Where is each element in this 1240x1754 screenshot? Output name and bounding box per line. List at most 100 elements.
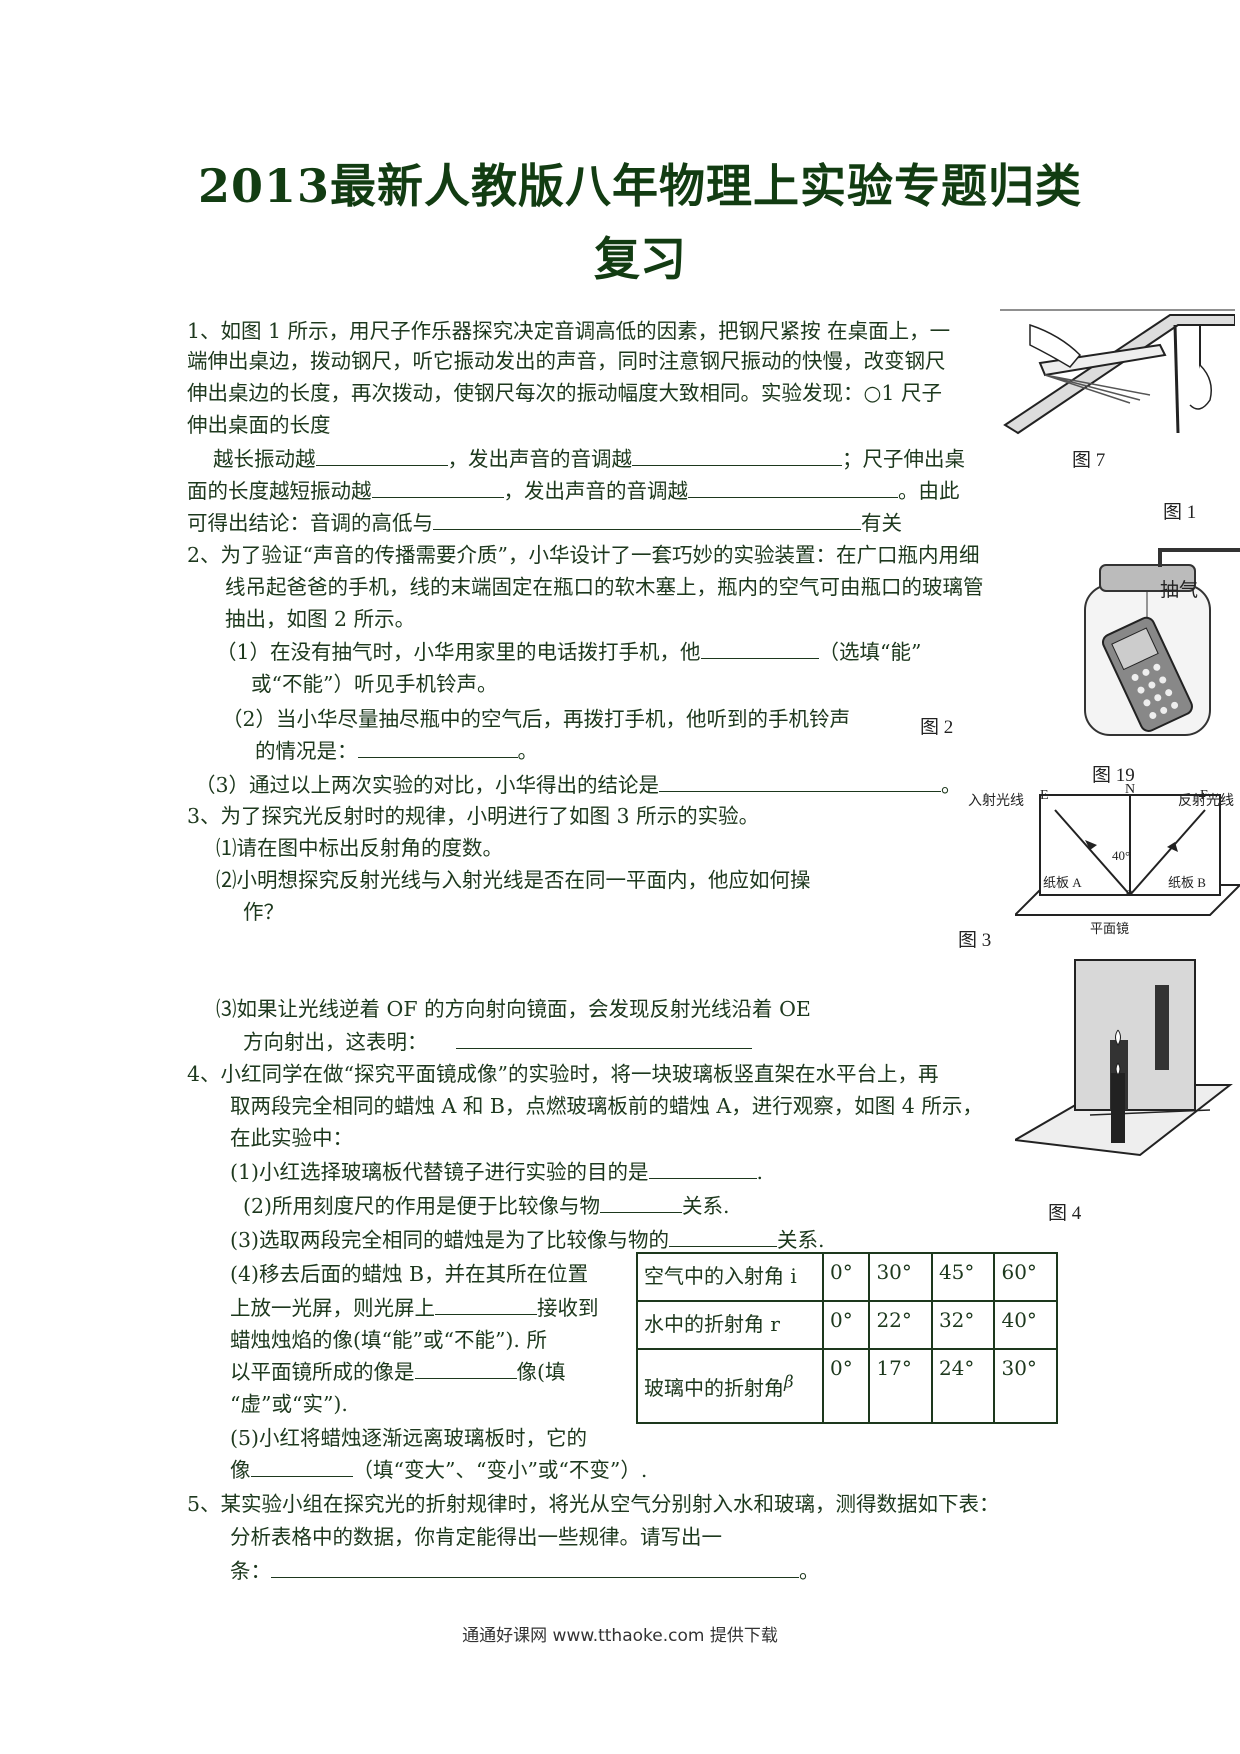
q3-sub3-cont: 方向射出，这表明： (243, 1028, 752, 1056)
label-incident-ray: 入射光线 (968, 794, 1024, 809)
q4-blank-screen[interactable] (435, 1294, 537, 1315)
page-title: 2013最新人教版八年物理上实验专题归类 (197, 159, 1083, 213)
q2-sub3: （3）通过以上两次实验的对比，小华得出的结论是。 (195, 771, 962, 799)
q4-blank-candles[interactable] (669, 1226, 778, 1247)
caption-extract: 抽气 (1160, 580, 1199, 601)
q1-line1: 1、如图 1 所示，用尺子作乐器探究决定音调高低的因素，把钢尺紧按 在桌面上，一 (187, 319, 951, 343)
q1-text: ；尺子伸出桌 (842, 447, 965, 471)
q4-line2: 取两段完全相同的蜡烛 A 和 B，点燃玻璃板前的蜡烛 A，进行观察，如图 4 所… (230, 1094, 983, 1118)
q2-blank-can-hear[interactable] (700, 638, 819, 659)
q5-blank-rule[interactable] (271, 1557, 799, 1578)
table-cell: 60° (993, 1252, 1058, 1302)
q4-text: 像(填 (516, 1360, 566, 1384)
table-cell: 32° (930, 1300, 996, 1350)
label-angle-40: 40° (1112, 848, 1131, 863)
q2-blank-conclusion[interactable] (659, 771, 942, 792)
q3-sub1: ⑴请在图中标出反射角的度数。 (216, 836, 503, 860)
q1-blank-conclusion[interactable] (433, 509, 861, 530)
q4-line3: 在此实验中： (230, 1126, 353, 1150)
table-row-label: 空气中的入射角 i (636, 1252, 824, 1302)
jar-phone-figure (1084, 548, 1240, 736)
q4-blank-image-type[interactable] (414, 1358, 517, 1379)
q4-sub3: (3)选取两段完全相同的蜡烛是为了比较像与物的关系. (230, 1226, 825, 1254)
q4-line1: 4、小红同学在做“探究平面镜成像”的实验时，将一块玻璃板竖直架在水平台上，再 (187, 1062, 939, 1086)
q1-text: ，发出声音的音调越 (503, 479, 689, 503)
q1-line2: 端伸出桌边，拨动钢尺，听它振动发出的声音，同时注意钢尺振动的快慢，改变钢尺 (187, 349, 946, 373)
q5-line3: 条：。 (230, 1557, 820, 1585)
q4-text: 像 (230, 1458, 251, 1482)
q2-line3: 抽出，如图 2 所示。 (225, 607, 416, 631)
q1-blank-vibration-short[interactable] (371, 477, 504, 498)
q1-blank-vibration-long[interactable] (315, 445, 448, 466)
table-cell: 0° (821, 1348, 871, 1424)
q4-sub4-e: “虚”或“实”). (230, 1392, 348, 1416)
table-cell: 0° (821, 1300, 871, 1350)
q2-sub1: （1）在没有抽气时，小华用家里的电话拨打手机，他（选填“能” (216, 638, 922, 666)
table-cell: 0° (821, 1252, 871, 1302)
table-cell: 17° (868, 1348, 933, 1424)
q2-blank-situation[interactable] (357, 737, 518, 758)
q2-text: 。 (517, 739, 539, 763)
caption-fig7: 图 7 (1072, 450, 1106, 471)
q4-blank-image-size[interactable] (250, 1456, 353, 1477)
label-F: F (1200, 788, 1208, 803)
table-cell: 30° (868, 1252, 933, 1302)
q5-line1: 5、某实验小组在探究光的折射规律时，将光从空气分别射入水和玻璃，测得数据如下表： (187, 1492, 1000, 1516)
page-title-line2: 复习 (594, 232, 686, 286)
q2-text: 的情况是： (255, 739, 358, 763)
q1-blank-pitch-short[interactable] (688, 477, 898, 498)
caption-fig3: 图 3 (958, 930, 992, 951)
q1-text: 越长振动越 (213, 447, 316, 471)
q4-blank-purpose[interactable] (648, 1158, 757, 1179)
q4-sub5-b: 像 （填“变大”、“变小”或“不变”）. (230, 1456, 647, 1484)
q4-text: 关系. (682, 1194, 730, 1218)
q2-sub2: （2）当小华尽量抽尽瓶中的空气后，再拨打手机，他听到的手机铃声 (222, 707, 851, 731)
table-row: 玻璃中的折射角β 0° 17° 24° 30° (636, 1348, 1058, 1424)
q4-text: (1)小红选择玻璃板代替镜子进行实验的目的是 (230, 1160, 649, 1184)
q4-sub4-c: 蜡烛烛焰的像(填“能”或“不能”). 所 (230, 1328, 547, 1352)
caption-fig1: 图 1 (1163, 502, 1197, 523)
label-reflected-ray: 反射光线 (1178, 794, 1234, 809)
q4-text: （填“变大”、“变小”或“不变”）. (352, 1458, 648, 1482)
caption-fig19: 图 19 (1092, 765, 1135, 786)
footer: 通通好课网 www.tthaoke.com 提供下载 (462, 1626, 778, 1646)
q1-line6: 面的长度越短振动越，发出声音的音调越。由此 (187, 477, 960, 505)
q4-sub4-b: 上放一光屏，则光屏上接收到 (230, 1294, 599, 1322)
q1-text: ，发出声音的音调越 (447, 447, 633, 471)
q4-blank-ruler[interactable] (600, 1192, 683, 1213)
table-cell: 40° (993, 1300, 1058, 1350)
q1-blank-pitch-long[interactable] (632, 445, 842, 466)
table-row-label: 玻璃中的折射角 (644, 1375, 784, 1400)
beta-symbol: β (784, 1371, 794, 1391)
q1-text: 可得出结论：音调的高低与 (187, 511, 433, 535)
table-cell: 45° (930, 1252, 996, 1302)
q5-text: 。 (799, 1559, 820, 1583)
q1-text: 有关 (861, 511, 902, 535)
label-board-A: 纸板 A (1043, 875, 1082, 890)
q3-sub3: ⑶如果让光线逆着 OF 的方向射向镜面，会发现反射光线沿着 OE (216, 997, 811, 1021)
caption-fig4: 图 4 (1048, 1203, 1082, 1224)
q1-line7: 可得出结论：音调的高低与 有关 (187, 509, 902, 537)
q5-line2: 分析表格中的数据，你肯定能得出一些规律。请写出一 (230, 1525, 722, 1549)
q2-line1: 2、为了验证“声音的传播需要介质”，小华设计了一套巧妙的实验装置：在广口瓶内用细 (187, 543, 980, 567)
caption-fig2: 图 2 (920, 717, 954, 738)
q1-line3: 伸出桌边的长度，再次拨动，使钢尺每次的振动幅度大致相同。实验发现：○1 尺子 (187, 381, 942, 405)
q2-text: 。 (941, 773, 962, 797)
q3-blank-reversibility[interactable] (455, 1028, 752, 1049)
q3-line1: 3、为了探究光反射时的规律，小明进行了如图 3 所示的实验。 (187, 804, 760, 828)
q4-text: 上放一光屏，则光屏上 (230, 1296, 435, 1320)
q1-line5: 越长振动越 ，发出声音的音调越 ；尺子伸出桌 (213, 445, 965, 473)
table-cell: 30° (993, 1348, 1058, 1424)
label-N: N (1125, 782, 1136, 797)
q4-text: . (756, 1160, 764, 1184)
table-cell: 24° (930, 1348, 996, 1424)
q4-sub5: (5)小红将蜡烛逐渐远离玻璃板时，它的 (230, 1426, 588, 1450)
q4-text: 关系. (777, 1228, 825, 1252)
label-mirror: 平面镜 (1090, 921, 1130, 936)
q2-line2: 线吊起爸爸的手机，线的末端固定在瓶口的软木塞上，瓶内的空气可由瓶口的玻璃管 (225, 575, 984, 599)
q4-sub1: (1)小红选择玻璃板代替镜子进行实验的目的是. (230, 1158, 763, 1186)
q2-text: （选填“能” (818, 640, 922, 664)
q1-text: 面的长度越短振动越 (187, 479, 372, 503)
q4-sub4-d: 以平面镜所成的像是像(填 (230, 1358, 566, 1386)
q4-sub4: (4)移去后面的蜡烛 B，并在其所在位置 (230, 1262, 589, 1286)
